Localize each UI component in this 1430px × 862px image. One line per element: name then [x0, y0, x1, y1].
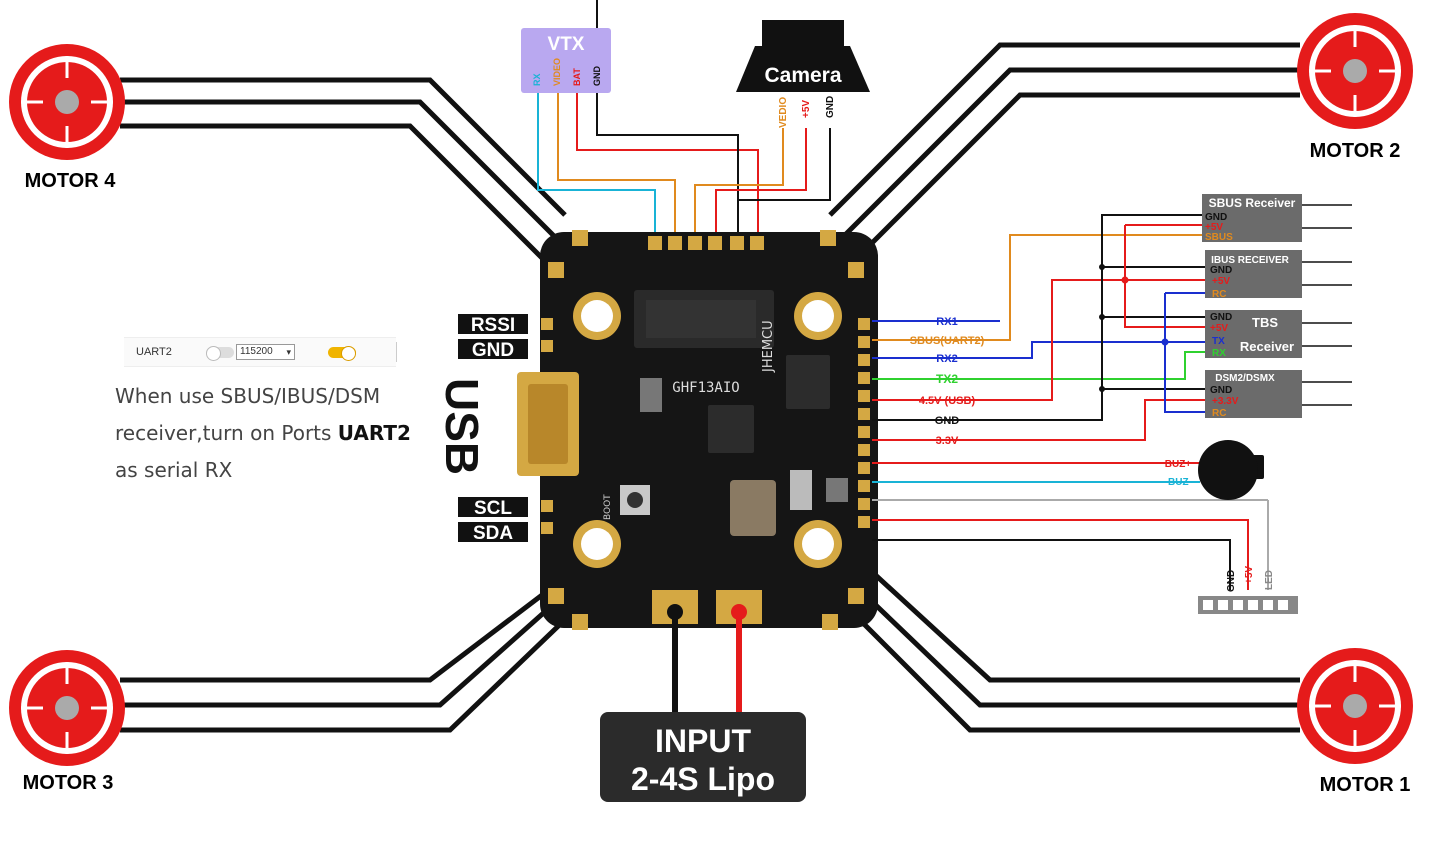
usb-label: USB — [436, 378, 488, 475]
pin-tx2: TX2 — [936, 372, 958, 386]
vtx-wires — [537, 0, 759, 240]
dsm-pin-gnd: GND — [1210, 385, 1232, 396]
pin-gnd: GND — [935, 415, 960, 427]
note-text1: When use SBUS/IBUS/DSM receiver,turn on … — [115, 384, 381, 445]
motor2-label: MOTOR 2 — [1310, 140, 1401, 162]
sda-label: SDA — [473, 523, 513, 544]
motor1-wires — [848, 568, 1300, 733]
camera-wires — [694, 128, 831, 240]
motor1-label: MOTOR 1 — [1320, 774, 1411, 796]
input-label: INPUT 2-4S Lipo — [600, 712, 806, 802]
tbs-pin-rx: RX — [1212, 348, 1226, 359]
buzzer: BUZ+ BUZ- — [1165, 440, 1264, 500]
rssi-label: RSSI — [471, 315, 515, 336]
motor-1 — [1297, 648, 1413, 764]
sbus-pin-gnd: GND — [1205, 212, 1227, 223]
note-bold: UART2 — [337, 421, 411, 445]
serial-rx-toggle[interactable] — [328, 346, 356, 361]
motor4-wires — [120, 77, 567, 263]
motor3-wires — [120, 568, 577, 733]
dsm-pin-rc: RC — [1212, 408, 1226, 419]
vtx-pin-video: VIDEO — [552, 58, 562, 86]
flight-controller: GHF13AIO JHEMCU BOOT — [517, 230, 878, 630]
ibus-title: IBUS RECEIVER — [1211, 255, 1290, 266]
buzzer-plus-label: BUZ+ — [1165, 459, 1192, 470]
dsm-receiver: DSM2/DSMX GND +3.3V RC — [1205, 370, 1302, 419]
divider — [396, 342, 397, 362]
uart-instruction-note: When use SBUS/IBUS/DSM receiver,turn on … — [115, 378, 435, 489]
pin-45v: 4.5V (USB) — [919, 395, 976, 407]
tbs-receiver: TBS Receiver GND +5V TX RX — [1205, 310, 1302, 359]
note-text2: as serial RX — [115, 458, 233, 482]
pin-rx2: RX2 — [936, 353, 957, 365]
ibus-pin-gnd: GND — [1210, 265, 1232, 276]
board-brand: JHEMCU — [761, 320, 776, 373]
right-pin-labels: RX1 SBUS(UART2) RX2 TX2 4.5V (USB) GND 3… — [910, 316, 985, 447]
scl-label: SCL — [474, 498, 512, 519]
motor-2 — [1297, 13, 1413, 129]
led-pin-gnd: GND — [1226, 570, 1237, 592]
pin-33v: 3.3V — [936, 435, 959, 447]
tbs-pin-gnd: GND — [1210, 312, 1232, 323]
motor-3 — [9, 650, 125, 766]
led-pin-5v: +5V — [1244, 566, 1255, 584]
tbs-pin-tx: TX — [1212, 336, 1225, 347]
sbus-title: SBUS Receiver — [1209, 196, 1296, 210]
tbs-pin-5v: +5V — [1210, 323, 1228, 334]
msp-toggle[interactable] — [206, 346, 234, 361]
vtx-pin-bat: BAT — [572, 68, 582, 86]
vtx-title: VTX — [548, 34, 585, 55]
led-pin-led: LED — [1264, 570, 1275, 590]
vtx-module: VTX RX VIDEO BAT GND — [521, 28, 611, 93]
camera-module: Camera VEDIO +5V GND — [736, 20, 870, 128]
motor3-label: MOTOR 3 — [23, 772, 114, 794]
sbus-pin-5v: +5V — [1205, 222, 1223, 233]
uart2-port-name: UART2 — [136, 346, 172, 358]
input-line1: INPUT — [655, 723, 751, 759]
ibus-pin-5v: +5V — [1212, 276, 1230, 287]
camera-pin-5v: +5V — [801, 100, 812, 118]
uart2-setting-row: UART2 115200 — [124, 337, 397, 367]
tbs-title2: Receiver — [1240, 339, 1294, 354]
pin-sbus: SBUS(UART2) — [910, 335, 985, 347]
sbus-pin-sbus: SBUS — [1205, 232, 1233, 243]
input-line2: 2-4S Lipo — [631, 761, 775, 797]
dsm-title: DSM2/DSMX — [1215, 373, 1275, 384]
gnd-label: GND — [472, 340, 514, 361]
led-strip: GND +5V LED — [1198, 566, 1298, 614]
left-pad-labels: RSSI GND USB SCL SDA — [436, 314, 528, 544]
buzzer-minus-label: BUZ- — [1168, 477, 1192, 488]
battery-wires — [672, 612, 742, 715]
board-boot-label: BOOT — [603, 494, 613, 520]
motor2-wires — [828, 42, 1300, 267]
camera-pin-gnd: GND — [825, 96, 836, 118]
baud-select[interactable]: 115200 — [236, 344, 295, 360]
ibus-pin-rc: RC — [1212, 289, 1226, 300]
pin-rx1: RX1 — [936, 316, 957, 328]
vtx-pin-rx: RX — [532, 73, 542, 86]
motor-4 — [9, 44, 125, 160]
camera-pin-video: VEDIO — [778, 97, 789, 128]
ibus-receiver: IBUS RECEIVER GND +5V RC — [1205, 250, 1302, 300]
sbus-receiver: SBUS Receiver GND +5V SBUS — [1202, 194, 1302, 243]
vtx-pin-gnd: GND — [592, 66, 602, 87]
motor4-label: MOTOR 4 — [25, 170, 117, 192]
tbs-title1: TBS — [1252, 315, 1278, 330]
dsm-pin-33v: +3.3V — [1212, 396, 1239, 407]
camera-title: Camera — [764, 64, 841, 87]
board-name: GHF13AIO — [672, 380, 739, 396]
